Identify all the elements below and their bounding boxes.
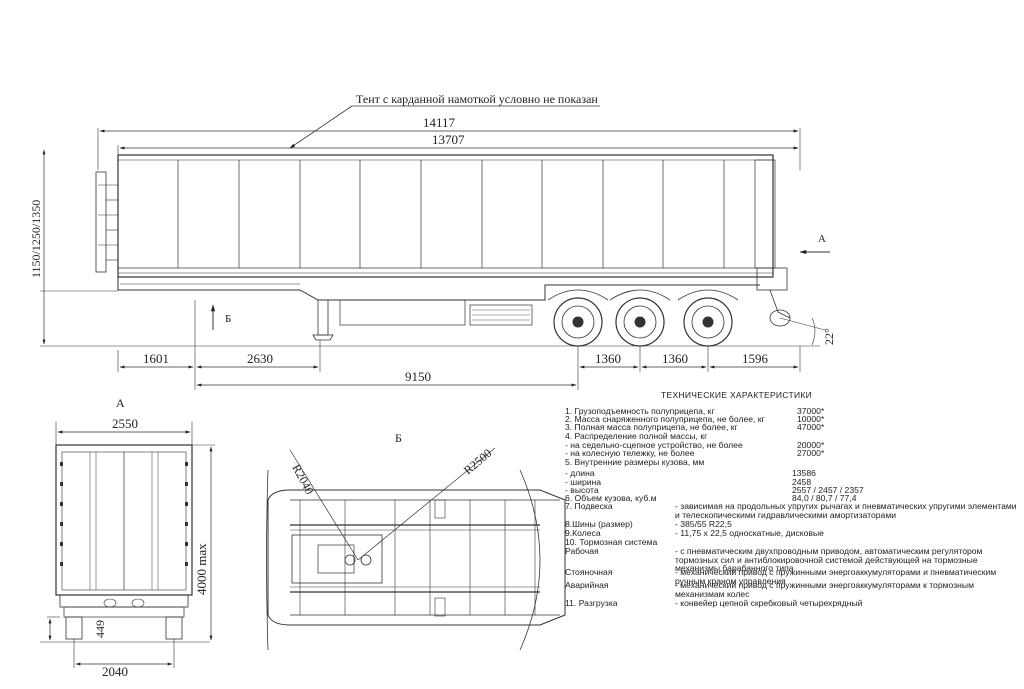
rear-view <box>40 422 215 668</box>
spec-label: 8.Шины (размер) <box>565 519 633 529</box>
dim-coupling-height: 1150/1250/1350 <box>29 200 43 278</box>
spec-row: - на седельно-сцепное устройство, не бол… <box>565 441 743 450</box>
rear-view-title: A <box>116 396 125 410</box>
dim-rear-track: 2040 <box>102 664 128 679</box>
rear-view-labels: A 2550 4000 max 2040 449 <box>93 396 209 679</box>
spec-row: - на колесную тележку, не более <box>565 449 694 458</box>
specs-panel: ТЕХНИЧЕСКИЕ ХАРАКТЕРИСТИКИ 1. Грузоподъе… <box>565 390 1020 610</box>
wheel-3 <box>683 297 733 347</box>
spec-label: - ширина <box>565 477 602 487</box>
spec-value: 27000* <box>797 448 825 458</box>
spec-description: - механический привод с пружинными энерг… <box>675 567 997 586</box>
top-view <box>266 447 566 651</box>
spec-row: 2. Масса снаряженного полуприцепа, не бо… <box>565 415 765 424</box>
spec-row: 8.Шины (размер) <box>565 520 633 529</box>
spec-description: - зависимая на продольных упругих рычага… <box>675 501 1017 520</box>
side-view-labels: Тент с карданной намоткой условно не пок… <box>29 92 836 384</box>
spec-row: 7. Подвеска <box>565 502 613 511</box>
spec-label: - на седельно-сцепное устройство, не бол… <box>565 440 743 450</box>
spec-value: 2458 <box>792 477 812 487</box>
spec-row: Стояночная <box>565 568 612 577</box>
spec-row: - ширина <box>565 478 601 487</box>
spec-label: 11. Разгрузка <box>565 598 618 608</box>
spec-label: Рабочая <box>565 546 599 556</box>
spec-row: 11. Разгрузка <box>565 599 618 608</box>
spec-label: 5. Внутренние размеры кузова, мм <box>565 457 705 467</box>
dim-body-length: 13707 <box>432 132 465 147</box>
radius-rear-label: R2500 <box>461 446 495 477</box>
spec-row: Аварийная <box>565 581 609 590</box>
spec-value: 37000* <box>797 406 825 416</box>
spec-label: - высота <box>565 485 599 495</box>
spec-description: - 385/55 R22,5 <box>675 519 732 529</box>
spec-label: 3. Полная масса полуприцепа, не более, к… <box>565 422 738 432</box>
dim-front-overhang: 1601 <box>143 351 169 366</box>
dim-landing-gear: 2630 <box>247 351 273 366</box>
spec-row: - длина <box>565 469 595 478</box>
top-view-labels: Б R2040 R2500 <box>289 431 494 497</box>
spec-value: 20000* <box>797 440 825 450</box>
dim-wheelbase: 9150 <box>405 369 431 384</box>
dim-rear-angle: 22° <box>822 328 836 345</box>
spec-row: 6. Объем кузова, куб.м <box>565 494 657 503</box>
dim-axle-spacing-1: 1360 <box>595 351 621 366</box>
spec-row: 1. Грузоподъемность полуприцепа, кг <box>565 407 715 416</box>
spec-row: 4. Распределение полной массы, кг <box>565 432 707 441</box>
spec-row: 10. Тормозная система <box>565 538 657 547</box>
wheel-2 <box>615 297 665 347</box>
dim-rear-height: 4000 max <box>194 543 209 595</box>
spec-label: 2. Масса снаряженного полуприцепа, не бо… <box>565 414 765 424</box>
spec-description: - с пневматическим двухпроводным приводо… <box>675 546 983 574</box>
view-label-b: Б <box>225 313 231 325</box>
spec-label: 4. Распределение полной массы, кг <box>565 431 708 441</box>
top-view-title: Б <box>395 431 402 445</box>
spec-label: 10. Тормозная система <box>565 537 658 547</box>
dim-axle-spacing-2: 1360 <box>662 351 688 366</box>
spec-label: - на колесную тележку, не более <box>565 448 695 458</box>
spec-value: 47000* <box>797 422 825 432</box>
spec-value: 2557 / 2457 / 2357 <box>792 485 864 495</box>
spec-value: 13586 <box>792 468 816 478</box>
wheel-1 <box>553 297 603 347</box>
spec-label: - длина <box>565 468 595 478</box>
radius-front-label: R2040 <box>289 462 316 497</box>
spec-label: 9.Колеса <box>565 528 601 538</box>
spec-label: 6. Объем кузова, куб.м <box>565 493 657 503</box>
spec-label: Аварийная <box>565 580 609 590</box>
dim-rear-overhang: 1596 <box>742 351 769 366</box>
dim-rear-low-height: 449 <box>93 620 107 638</box>
view-label-a: A <box>818 233 826 245</box>
spec-description: - механический привод с пружинными энерг… <box>675 580 974 599</box>
spec-row: 3. Полная масса полуприцепа, не более, к… <box>565 423 738 432</box>
spec-value: 84,0 / 80,7 / 77,4 <box>792 493 857 503</box>
spec-row: Рабочая <box>565 547 599 556</box>
spec-label: 1. Грузоподъемность полуприцепа, кг <box>565 406 715 416</box>
spec-description: - конвейер цепной скребковый четырехрядн… <box>675 598 863 608</box>
spec-label: Стояночная <box>565 567 613 577</box>
spec-value: 10000* <box>797 414 825 424</box>
tent-note: Тент с карданной намоткой условно не пок… <box>356 92 598 106</box>
specs-title: ТЕХНИЧЕСКИЕ ХАРАКТЕРИСТИКИ <box>661 390 813 400</box>
spec-description: - 11,75 x 22,5 односкатные, дисковые <box>675 528 824 538</box>
spec-row: 5. Внутренние размеры кузова, мм <box>565 458 704 467</box>
dim-rear-width: 2550 <box>112 416 138 431</box>
spec-label: 7. Подвеска <box>565 501 613 511</box>
spec-row: 9.Колеса <box>565 529 601 538</box>
dim-overall-length: 14117 <box>423 115 456 130</box>
spec-row: - высота <box>565 486 599 495</box>
side-view <box>40 105 830 390</box>
